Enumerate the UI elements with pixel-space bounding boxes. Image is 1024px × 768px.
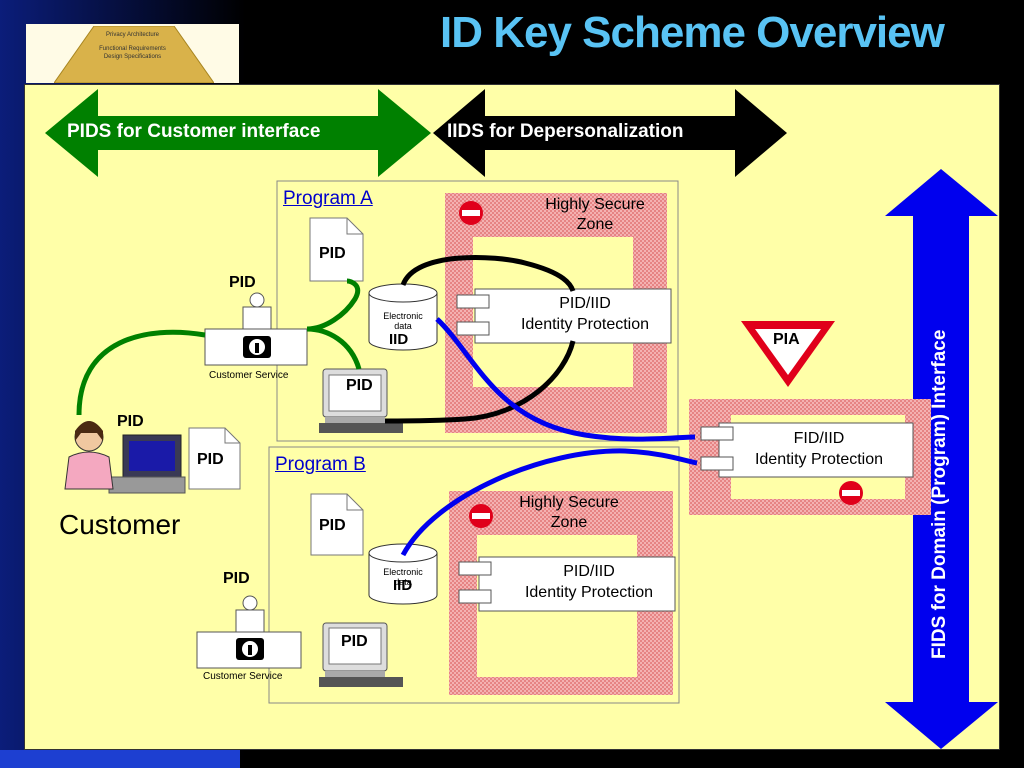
domain-protection-label-1: FID/IID — [793, 430, 845, 447]
program-b-title: Program B — [275, 454, 366, 475]
program-b-cs-label: Customer Service — [203, 671, 283, 682]
program-a-db-label-2: data — [394, 321, 412, 331]
program-b-db-label-2: data — [394, 577, 412, 587]
program-a-zone-label-2: Zone — [576, 216, 614, 233]
thumbnail-line-1: Privacy Architecture — [105, 32, 160, 38]
program-b-db-iid-label: IID — [393, 577, 413, 594]
green-connector-a2 — [306, 326, 362, 370]
thumbnail-line-2: Functional Requirements — [99, 46, 166, 52]
program-a-protection-box — [474, 288, 672, 344]
program-a-cs-pid-label: PID — [229, 274, 256, 291]
page-title: ID Key Scheme Overview — [440, 8, 945, 57]
customer-service-desk-b — [196, 595, 302, 669]
black-connector-bottom — [384, 340, 576, 424]
customer-pid-label: PID — [117, 413, 144, 430]
domain-protection-label-2: Identity Protection — [754, 451, 884, 468]
customer-doc-pid-label: PID — [197, 451, 224, 468]
thumbnail-privacy-architecture: Privacy Architecture Functional Requirem… — [26, 24, 239, 83]
domain-protection-box — [718, 422, 914, 478]
computer-terminal-icon-a — [319, 368, 403, 433]
program-a-protection-label-1: PID/IID — [559, 295, 611, 312]
pyramid-thumbnail-icon — [54, 26, 214, 83]
program-a-protection-label-2: Identity Protection — [520, 316, 650, 333]
pia-warning-icon — [741, 321, 835, 387]
program-a-zone-label-1: Highly Secure — [545, 196, 645, 213]
fids-arrow-label: FIDS for Domain (Program) Interface — [929, 329, 950, 659]
pids-arrow-shape — [45, 89, 431, 177]
green-connector-customer — [76, 329, 206, 416]
program-b-protection-label-1: PID/IID — [563, 563, 615, 580]
background-strip — [0, 750, 240, 768]
fids-arrow-shape — [885, 169, 998, 749]
program-a-terminal-pid-label: PID — [346, 377, 373, 394]
customer-person-icon — [64, 421, 186, 494]
program-a-cs-label: Customer Service — [209, 370, 289, 381]
no-entry-icon-domain — [839, 481, 863, 505]
black-connector-top — [400, 254, 576, 292]
program-b-protection-label-2: Identity Protection — [524, 584, 654, 601]
pid-document-icon-customer — [188, 427, 241, 490]
pia-label: PIA — [773, 331, 800, 348]
program-a-title: Program A — [283, 188, 373, 209]
program-b-pid-doc-label: PID — [319, 517, 346, 534]
iids-arrow-shape — [433, 89, 787, 177]
program-a-db-iid-label: IID — [389, 331, 409, 348]
computer-terminal-icon-b — [319, 622, 403, 687]
pid-document-icon-b — [310, 493, 364, 556]
no-entry-icon-a — [459, 201, 483, 225]
iids-arrow-label: IIDS for Depersonalization — [447, 121, 684, 142]
diagram-canvas: PIDS for Customer interface IIDS for Dep… — [24, 84, 1000, 750]
program-b-cs-pid-label: PID — [223, 570, 250, 587]
customer-label: Customer — [59, 509, 181, 540]
blue-connector-b — [400, 448, 698, 557]
customer-service-desk-a — [204, 292, 308, 366]
no-entry-icon-b — [469, 504, 493, 528]
program-a-db-label-1: Electronic — [383, 311, 423, 321]
program-a-pid-doc-label: PID — [319, 245, 346, 262]
program-b-db-label-1: Electronic — [383, 567, 423, 577]
pids-arrow-label: PIDS for Customer interface — [67, 121, 321, 142]
blue-connector-a — [435, 317, 696, 442]
thumbnail-line-3: Design Specifications — [103, 54, 162, 60]
database-icon-a — [368, 283, 438, 351]
green-connector-a1 — [306, 278, 361, 332]
program-b-zone-label-2: Zone — [550, 514, 588, 531]
diagram-svg — [45, 89, 998, 749]
program-b-terminal-pid-label: PID — [341, 633, 368, 650]
program-b-protection-box — [478, 556, 676, 612]
program-b-zone-label-1: Highly Secure — [519, 494, 619, 511]
pid-document-icon-a — [309, 217, 364, 282]
